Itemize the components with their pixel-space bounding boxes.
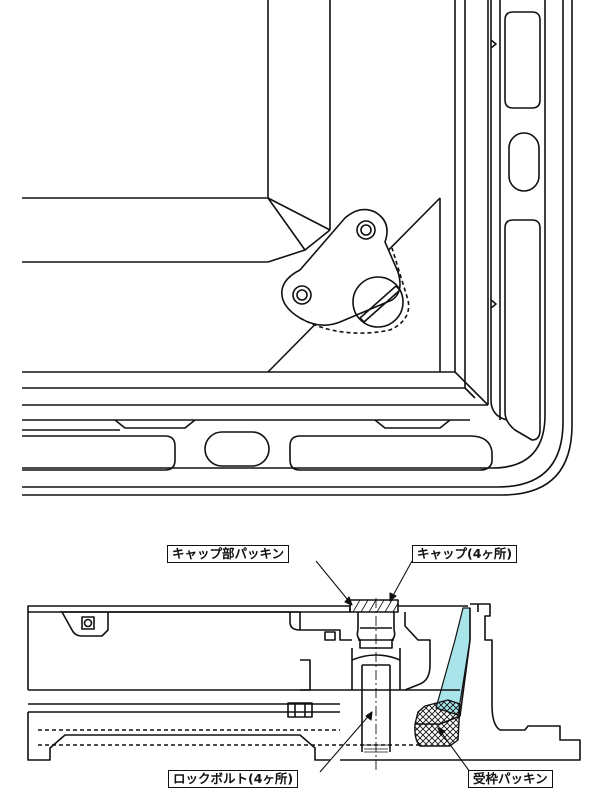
- lid-top-plate: [27, 605, 351, 613]
- bolt-hole-upper: [356, 220, 376, 240]
- plan-view: [22, 0, 573, 496]
- right-slot-2: [504, 219, 541, 441]
- label-frame-packing: 受枠パッキン: [468, 770, 553, 788]
- label-cap: キャップ(4ヶ所): [412, 545, 518, 563]
- inner-panel-vertical: [267, 0, 331, 230]
- lid-square-mark: [81, 616, 95, 630]
- bottom-slot-2: [289, 435, 493, 471]
- outer-frame-edge: [22, 0, 573, 496]
- receiving-frame: [340, 603, 581, 761]
- lid-underside: [27, 611, 301, 690]
- lid-plate-2: [28, 703, 340, 713]
- rib-channel-vertical: [490, 0, 508, 421]
- bolt-hole-upper-inner: [360, 224, 372, 236]
- square-nut: [287, 702, 313, 718]
- inner-panel-bevel-2: [267, 249, 306, 263]
- lid-profile-left: [61, 611, 109, 637]
- lid-rib-bolt: [300, 631, 336, 691]
- leader-frame-packing: [437, 727, 471, 773]
- lid-square-mark-circle: [83, 618, 93, 628]
- inner-panel-left: [22, 197, 268, 263]
- label-cap-packing: キャップ部パッキン: [167, 545, 290, 563]
- leader-lock-bolt: [319, 711, 373, 773]
- bottom-slot-1: [22, 435, 176, 471]
- leader-frame-packing-arrow: [437, 727, 446, 736]
- lid-frame-outer: [22, 0, 466, 389]
- leader-cap-packing-arrow: [344, 596, 353, 606]
- lid-frame-inner: [22, 0, 456, 373]
- lid-plate-bottom: [27, 712, 330, 761]
- lid-plate-dashed: [38, 729, 420, 746]
- bottom-rib-notches: [114, 419, 451, 429]
- lock-cam-slot: [359, 285, 401, 323]
- leader-cap-packing: [315, 560, 353, 606]
- inner-panel-bevel: [267, 197, 331, 251]
- square-nut-lines: [294, 703, 306, 717]
- leader-lock-bolt-arrow: [365, 711, 373, 721]
- rib-channel-horizontal: [22, 419, 470, 431]
- bottom-oval-hole: [204, 431, 270, 467]
- section-view: [27, 560, 581, 773]
- bolt-hole-lower-inner: [296, 289, 308, 301]
- lock-bracket-dashed: [299, 247, 410, 334]
- flange-line: [22, 0, 546, 469]
- frame-packing-rubber: [414, 699, 461, 747]
- leader-cap-arrow: [389, 592, 397, 602]
- right-rib-notches: [490, 39, 497, 309]
- bolt-hole-lower: [292, 285, 312, 305]
- cap-top: [349, 599, 399, 613]
- cap-hatching: [352, 599, 399, 613]
- lock-bracket: [281, 208, 401, 326]
- right-slot-1: [504, 11, 541, 109]
- frame-packing-cyan: [435, 607, 471, 716]
- lid-inner-rib: [289, 612, 431, 691]
- outer-frame-edge-inner: [22, 0, 564, 488]
- lock-cam-disc: [352, 276, 404, 328]
- lid-corner-miter: [454, 371, 489, 406]
- label-lock-bolt: ロックボルト(4ヶ所): [168, 770, 299, 788]
- right-oval-hole: [508, 132, 540, 192]
